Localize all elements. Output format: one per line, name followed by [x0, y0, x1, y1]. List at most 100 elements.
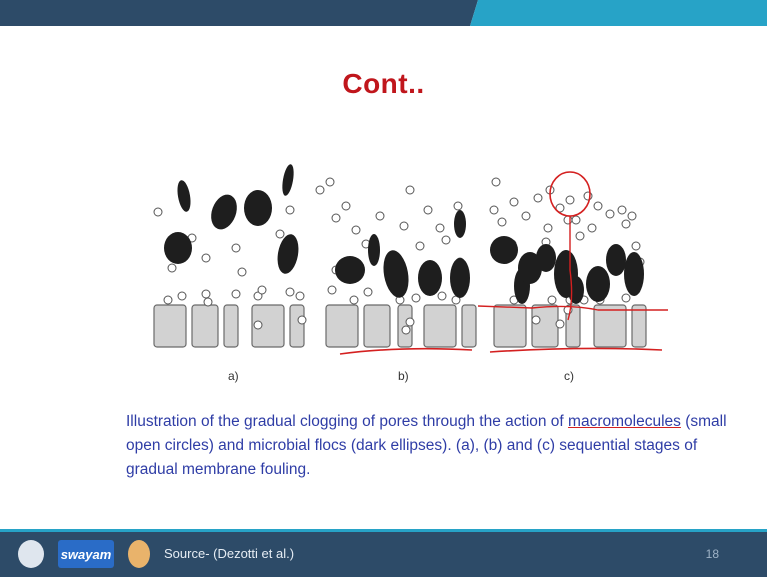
macromolecule-circle: [492, 178, 500, 186]
macromolecule-circle: [258, 286, 266, 294]
macromolecule-circle: [594, 202, 602, 210]
top-banner: [0, 0, 767, 28]
macromolecule-circle: [454, 202, 462, 210]
macromolecule-circle: [238, 268, 246, 276]
page-number: 18: [706, 547, 719, 561]
microbial-floc-ellipse: [175, 179, 192, 213]
macromolecule-circle: [548, 296, 556, 304]
microbial-floc-ellipse: [335, 256, 365, 284]
microbial-floc-ellipse: [380, 248, 412, 299]
panel-label-a: a): [228, 369, 239, 383]
macromolecule-circle: [436, 224, 444, 232]
macromolecule-circle: [424, 206, 432, 214]
membrane-block: [290, 305, 304, 347]
membrane-block: [192, 305, 218, 347]
microbial-floc-ellipse: [207, 191, 242, 233]
macromolecule-circle: [412, 294, 420, 302]
panel-label-c: c): [564, 369, 574, 383]
macromolecule-circle: [534, 194, 542, 202]
membrane-block: [364, 305, 390, 347]
macromolecule-circle: [632, 242, 640, 250]
macromolecule-circle: [168, 264, 176, 272]
macromolecule-circle: [232, 244, 240, 252]
macromolecule-circle: [510, 198, 518, 206]
macromolecule-circle: [164, 296, 172, 304]
macromolecule-circle: [566, 196, 574, 204]
macromolecule-circle: [286, 288, 294, 296]
macromolecule-circle: [204, 298, 212, 306]
membrane-block: [154, 305, 186, 347]
macromolecule-circle: [376, 212, 384, 220]
membrane-block: [326, 305, 358, 347]
macromolecule-circle: [402, 326, 410, 334]
membrane-block: [532, 305, 558, 347]
macromolecule-circle: [628, 212, 636, 220]
microbial-floc-ellipse: [280, 163, 295, 196]
macromolecule-circle: [178, 292, 186, 300]
macromolecule-circle: [572, 216, 580, 224]
panel-label-b: b): [398, 369, 409, 383]
microbial-floc-ellipse: [624, 252, 644, 296]
macromolecule-circle: [442, 236, 450, 244]
membrane-block: [424, 305, 456, 347]
macromolecule-circle: [342, 202, 350, 210]
macromolecule-circle: [254, 321, 262, 329]
macromolecule-circle: [286, 206, 294, 214]
caption-highlight: macromolecules: [568, 413, 681, 430]
membrane-block: [462, 305, 476, 347]
macromolecule-circle: [202, 290, 210, 298]
macromolecule-circle: [154, 208, 162, 216]
macromolecule-circle: [350, 296, 358, 304]
macromolecule-circle: [544, 224, 552, 232]
macromolecule-circle: [556, 320, 564, 328]
microbial-floc-ellipse: [244, 190, 272, 226]
macromolecule-circle: [576, 232, 584, 240]
macromolecule-circle: [564, 216, 572, 224]
microbial-floc-ellipse: [450, 258, 470, 298]
microbial-floc-ellipse: [164, 232, 192, 264]
membrane-block: [224, 305, 238, 347]
macromolecule-circle: [498, 218, 506, 226]
microbial-floc-ellipse: [454, 210, 466, 238]
macromolecule-circle: [328, 286, 336, 294]
microbial-floc-ellipse: [606, 244, 626, 276]
membrane-block: [632, 305, 646, 347]
macromolecule-circle: [490, 206, 498, 214]
membrane-block: [594, 305, 626, 347]
macromolecule-circle: [326, 178, 334, 186]
macromolecule-circle: [400, 222, 408, 230]
footer-bar: swayam Source- (Dezotti et al.) 18: [0, 532, 767, 577]
macromolecule-circle: [622, 294, 630, 302]
globe-logo-icon: [18, 540, 44, 568]
annotation-underline-b: [340, 349, 472, 354]
macromolecule-circle: [406, 186, 414, 194]
macromolecule-circle: [606, 210, 614, 218]
caption-text-1: Illustration of the gradual clogging of …: [126, 413, 568, 430]
macromolecule-circle: [202, 254, 210, 262]
macromolecule-circle: [298, 316, 306, 324]
macromolecule-circle: [584, 192, 592, 200]
macromolecule-circle: [416, 242, 424, 250]
membrane-block: [494, 305, 526, 347]
macromolecule-circle: [332, 214, 340, 222]
annotation-underline-c: [490, 348, 662, 352]
macromolecule-circle: [522, 212, 530, 220]
macromolecule-circle: [622, 220, 630, 228]
macromolecule-circle: [352, 226, 360, 234]
macromolecule-circle: [588, 224, 596, 232]
macromolecule-circle: [276, 230, 284, 238]
macromolecule-circle: [618, 206, 626, 214]
microbial-floc-ellipse: [275, 233, 302, 276]
microbial-floc-ellipse: [368, 234, 380, 266]
macromolecule-circle: [532, 316, 540, 324]
source-citation: Source- (Dezotti et al.): [164, 546, 294, 561]
macromolecule-circle: [316, 186, 324, 194]
swayam-logo-icon: swayam: [58, 540, 114, 568]
macromolecule-circle: [232, 290, 240, 298]
microbial-floc-ellipse: [490, 236, 518, 264]
microbial-floc-ellipse: [586, 266, 610, 302]
macromolecule-circle: [364, 288, 372, 296]
nptel-logo-icon: [128, 540, 150, 568]
slide-title: Cont..: [0, 68, 767, 100]
macromolecule-circle: [438, 292, 446, 300]
